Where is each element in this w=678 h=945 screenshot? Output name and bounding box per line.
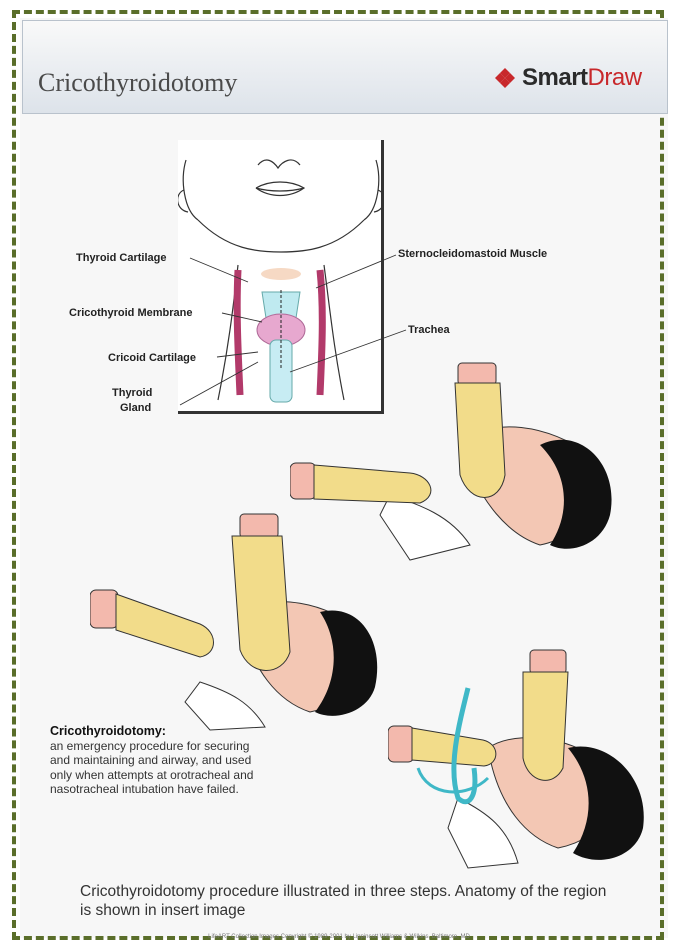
procedure-step-3-illustration: [388, 648, 658, 888]
procedure-description: Cricothyroidotomy: an emergency procedur…: [50, 724, 255, 797]
copyright-notice: LifeART Collection Images Copyright © 19…: [0, 934, 678, 940]
procedure-step-2-illustration: [90, 512, 380, 732]
description-title: Cricothyroidotomy:: [50, 724, 255, 739]
description-body: an emergency procedure for securing and …: [50, 739, 255, 797]
figure-caption: Cricothyroidotomy procedure illustrated …: [80, 882, 620, 920]
